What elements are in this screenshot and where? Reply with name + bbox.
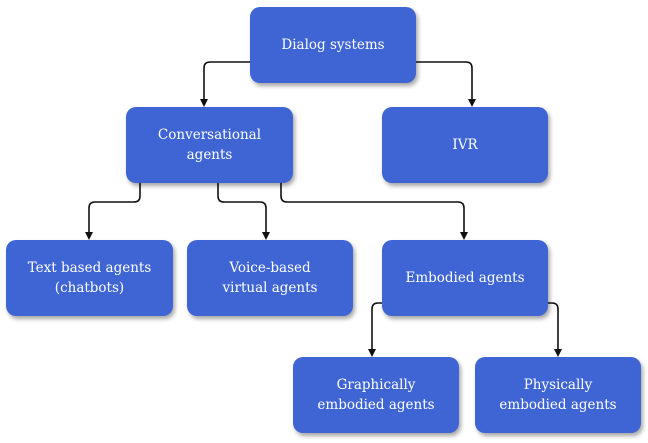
node-physically-embodied-agents-label: Physically embodied agents — [499, 377, 617, 413]
node-graphically-embodied-agents: Graphically embodied agents — [293, 357, 459, 433]
node-ivr-label: IVR — [452, 137, 478, 153]
node-text-based-agents: Text based agents (chatbots) — [6, 240, 173, 316]
node-embodied-agents: Embodied agents — [382, 240, 548, 316]
edge-dialog-to-conversational — [200, 61, 250, 107]
edge-conversational-to-voice — [217, 183, 270, 240]
edge-dialog-to-ivr — [416, 61, 476, 107]
node-graphically-embodied-agents-label: Graphically embodied agents — [317, 377, 435, 413]
node-embodied-agents-label: Embodied agents — [405, 270, 525, 286]
node-voice-based-agents-label: Voice-based virtual agents — [222, 260, 318, 296]
edge-embodied-to-physically — [548, 302, 562, 357]
node-physically-embodied-agents: Physically embodied agents — [475, 357, 641, 433]
node-text-based-agents-label: Text based agents (chatbots) — [27, 260, 152, 296]
node-conversational-agents-label: Conversational agents — [157, 127, 262, 163]
node-conversational-agents: Conversational agents — [126, 107, 293, 183]
edge-conversational-to-embodied — [280, 183, 468, 240]
node-ivr: IVR — [382, 107, 548, 183]
node-dialog-systems: Dialog systems — [250, 7, 416, 83]
node-dialog-systems-label: Dialog systems — [281, 37, 385, 53]
edge-conversational-to-text — [85, 183, 141, 240]
edge-embodied-to-graphically — [368, 302, 382, 357]
node-voice-based-agents: Voice-based virtual agents — [187, 240, 353, 316]
